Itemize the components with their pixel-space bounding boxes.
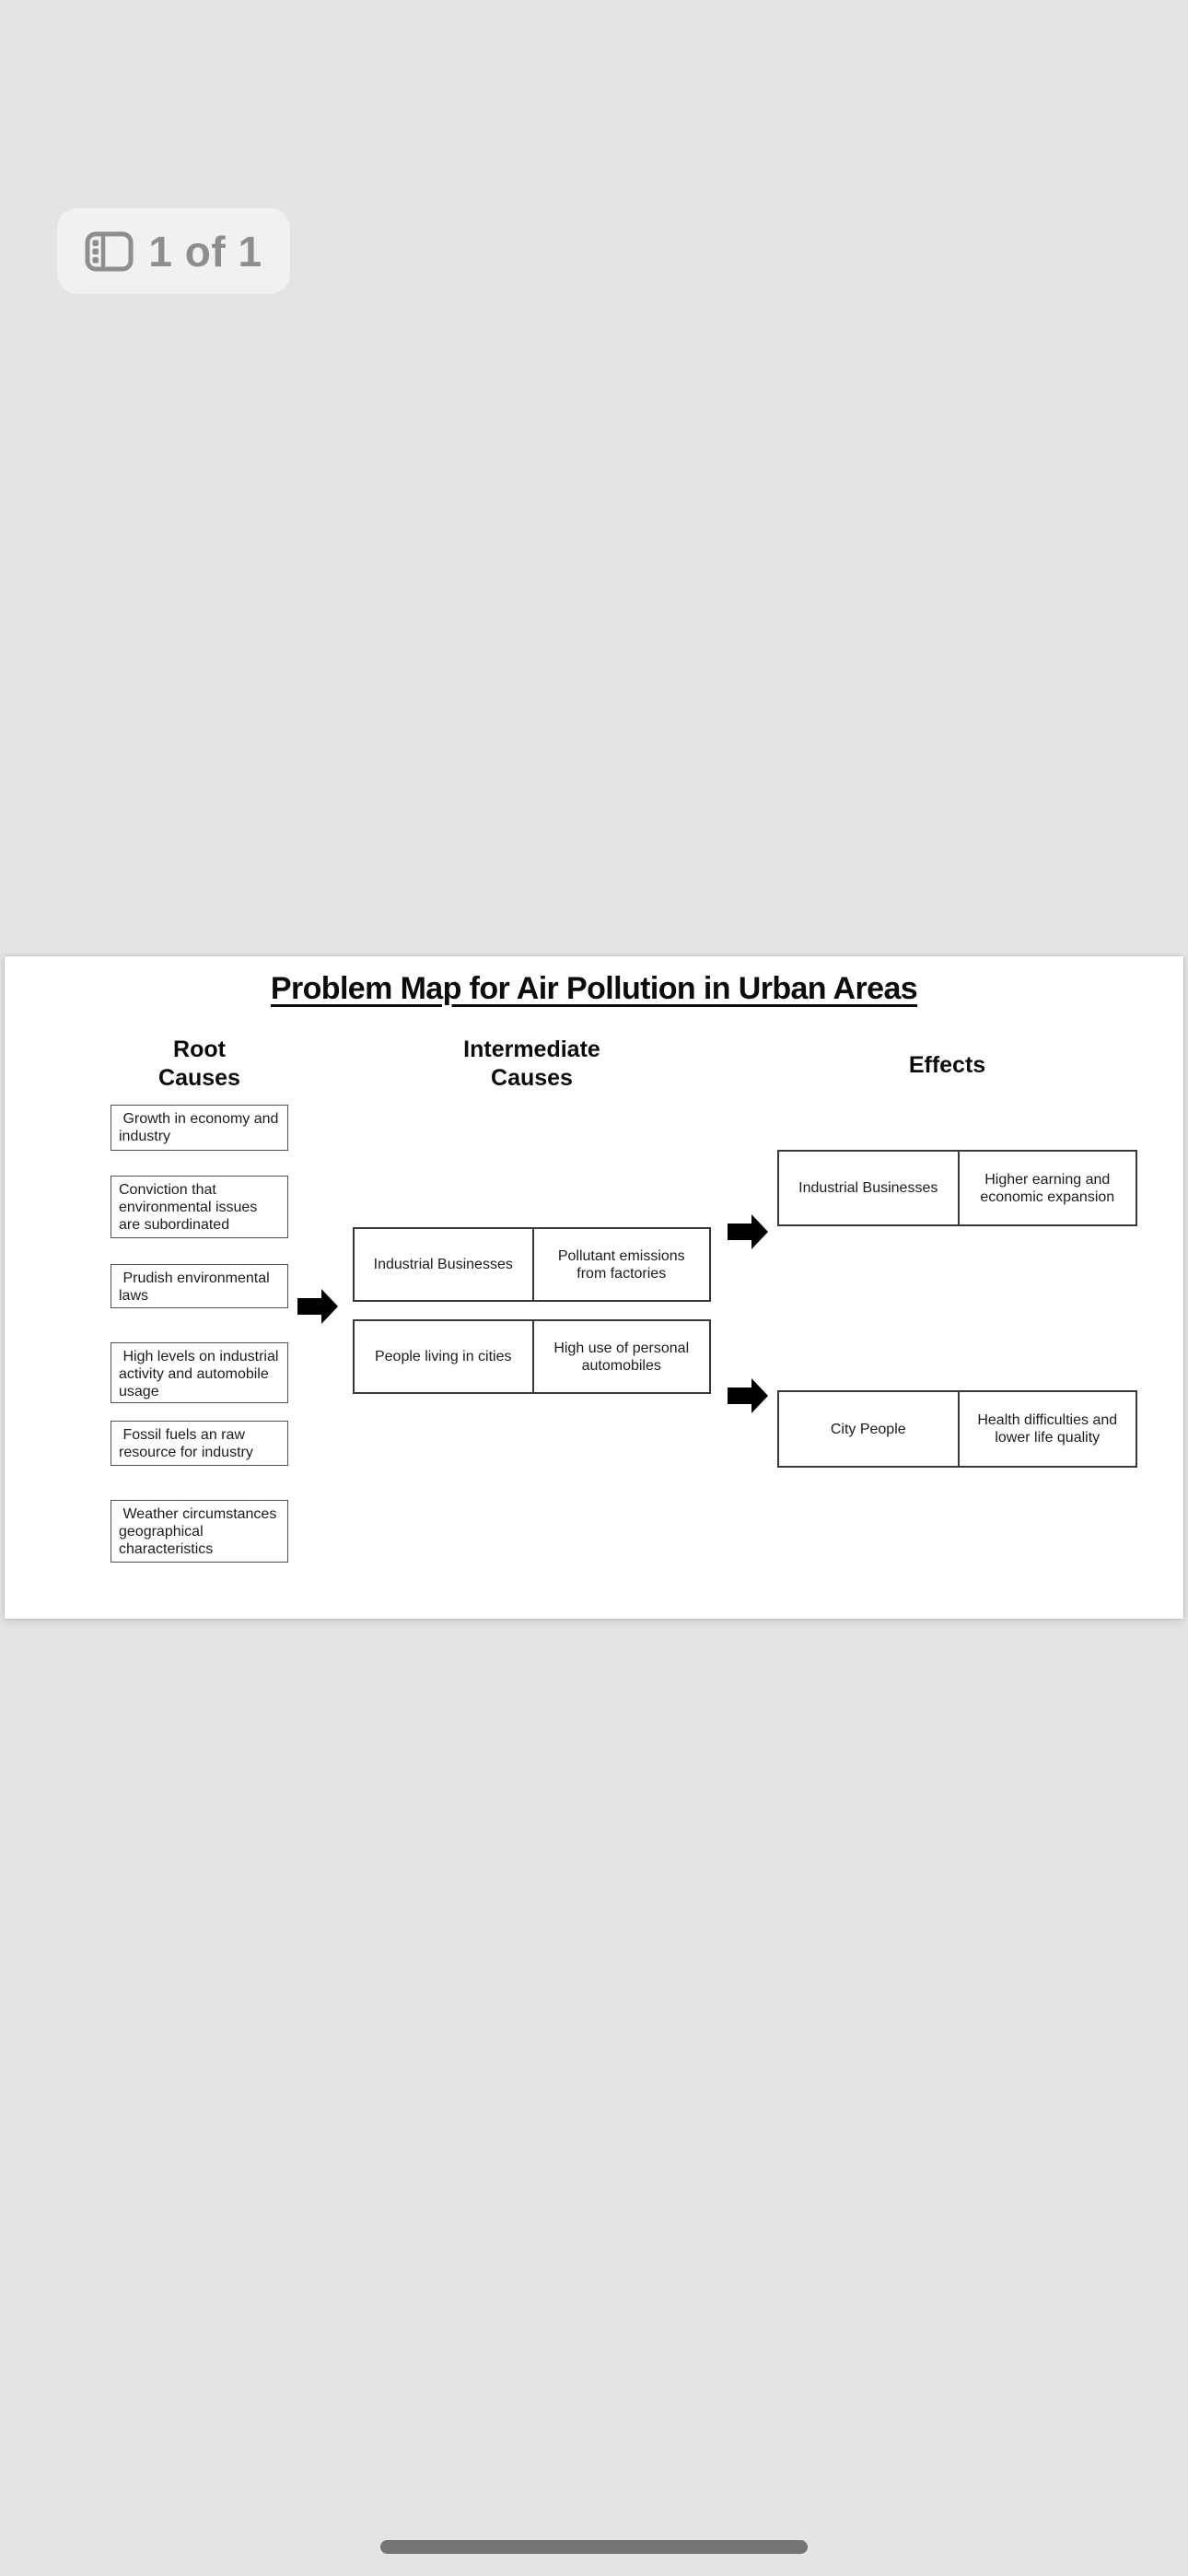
column-header-line: Effects: [908, 1052, 986, 1078]
root-cause-box: Prudish environmental laws: [111, 1264, 288, 1308]
document-page: Problem Map for Air Pollution in Urban A…: [5, 956, 1183, 1619]
home-indicator[interactable]: [380, 2540, 808, 2554]
table-cell: Health difficulties and lower life quali…: [957, 1392, 1136, 1466]
root-cause-box: Fossil fuels an raw resource for industr…: [111, 1421, 288, 1466]
page-indicator-label: 1 of 1: [148, 227, 262, 275]
table-cell: High use of personal automobiles: [531, 1321, 710, 1392]
intermediate-causes-row: People living in cities High use of pers…: [353, 1319, 711, 1394]
root-cause-box: Weather circumstances geographical chara…: [111, 1500, 288, 1563]
column-header-line: Root: [173, 1036, 226, 1062]
column-header-effects: Effects: [767, 1051, 1127, 1080]
page-indicator-badge[interactable]: 1 of 1: [57, 208, 290, 294]
column-header-line: Causes: [158, 1065, 240, 1091]
column-header-intermediate-causes: Intermediate Causes: [353, 1036, 711, 1093]
root-cause-box: High levels on industrial activity and a…: [111, 1342, 288, 1403]
intermediate-causes-row: Industrial Businesses Pollutant emission…: [353, 1227, 711, 1302]
table-cell: Industrial Businesses: [798, 1180, 938, 1196]
arrow-right-icon: [297, 1289, 338, 1324]
table-cell: Higher earning and economic expansion: [957, 1152, 1136, 1224]
sidebar-pages-icon: [85, 231, 134, 271]
root-cause-box: Growth in economy and industry: [111, 1105, 288, 1151]
table-cell: Industrial Businesses: [373, 1257, 513, 1272]
effects-row: Industrial Businesses Higher earning and…: [777, 1150, 1137, 1226]
table-cell: Pollutant emissions from factories: [531, 1229, 710, 1300]
diagram-title: Problem Map for Air Pollution in Urban A…: [5, 971, 1183, 1007]
column-header-root-causes: Root Causes: [111, 1036, 288, 1093]
column-header-line: Intermediate: [463, 1036, 600, 1062]
arrow-right-icon: [728, 1214, 768, 1249]
table-cell: City People: [830, 1421, 906, 1437]
effects-row: City People Health difficulties and lowe…: [777, 1390, 1137, 1468]
table-cell: People living in cities: [374, 1349, 512, 1364]
root-cause-box: Conviction that environmental issues are…: [111, 1176, 288, 1238]
diagram-title-text: Problem Map for Air Pollution in Urban A…: [270, 971, 918, 1006]
column-header-line: Causes: [491, 1065, 573, 1091]
arrow-right-icon: [728, 1378, 768, 1413]
